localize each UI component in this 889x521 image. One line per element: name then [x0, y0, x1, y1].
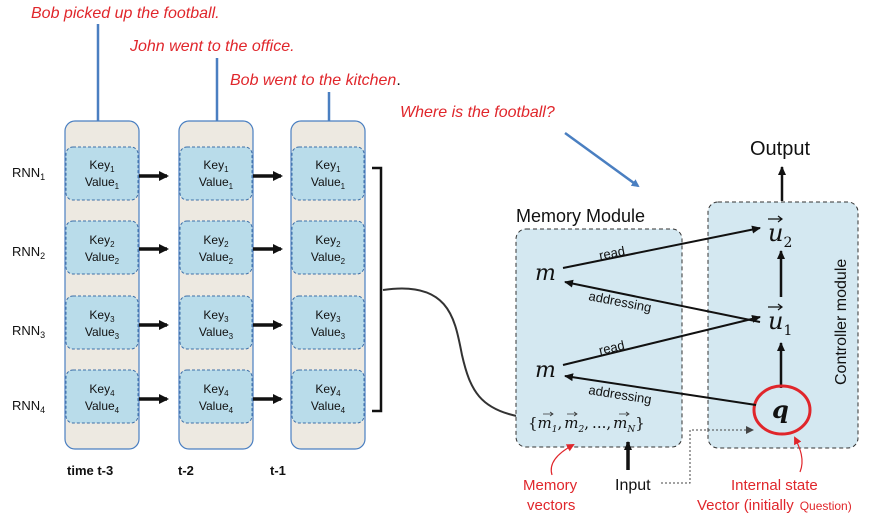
cell-t1-row1: Key1 Value1 [291, 146, 365, 201]
addressing-arrow-bottom [564, 373, 757, 406]
story-sentence-1: Bob picked up the football. [31, 5, 220, 22]
controller-module-box [707, 201, 859, 449]
svg-text:Value4: Value4 [311, 399, 346, 415]
svg-text:Key4: Key4 [203, 382, 229, 398]
timestep-label-t2: t-2 [178, 463, 194, 478]
svg-text:Value1: Value1 [85, 175, 120, 191]
svg-text:Value4: Value4 [85, 399, 120, 415]
memory-vectors-label-line2: vectors [527, 497, 575, 514]
cell-t3-row4: Key4 Value4 [65, 369, 139, 424]
svg-text:Key1: Key1 [89, 158, 115, 174]
svg-text:Key3: Key3 [203, 308, 229, 324]
rnn-label-3: RNN3 [12, 323, 45, 340]
cell-t3-row2: Key2 Value2 [65, 220, 139, 275]
cell-t1-row2: Key2 Value2 [291, 220, 365, 275]
cell-t2-row4: Key4 Value4 [179, 369, 253, 424]
u1-symbol: u1 [768, 307, 792, 339]
cell-t2-row2: Key2 Value2 [179, 220, 253, 275]
memory-m-bottom: m [535, 358, 556, 383]
cell-t2-row1: Key1 Value1 [179, 146, 253, 201]
story-question: Where is the football? [400, 104, 555, 121]
timestep-label-t3: time t-3 [67, 463, 113, 478]
story-sentence-2: John went to the office. [129, 38, 295, 55]
svg-text:Value2: Value2 [85, 250, 120, 266]
memory-m-top: m [535, 261, 556, 286]
rnn-label-2: RNN2 [12, 244, 45, 261]
bracket-to-memory-connector [382, 287, 524, 420]
u2-vector-arrow [768, 215, 783, 223]
story-sentence-3: Bob went to the kitchen. [230, 72, 401, 89]
read-arrow-top [562, 225, 761, 269]
internal-state-pointer [794, 436, 803, 473]
cell-t2-row3: Key3 Value3 [179, 295, 253, 350]
svg-text:Value1: Value1 [199, 175, 234, 191]
memory-vector-arrows [543, 411, 630, 417]
memory-module-title: Memory Module [516, 206, 645, 226]
cell-t1-row3: Key3 Value3 [291, 295, 365, 350]
read-label-bottom: read [597, 337, 626, 357]
u1-vector-arrow [768, 303, 783, 311]
svg-text:Value3: Value3 [311, 325, 346, 341]
input-label: Input [615, 477, 651, 494]
svg-text:Key2: Key2 [315, 233, 341, 249]
svg-text:Key2: Key2 [89, 233, 115, 249]
addressing-arrow-top [564, 279, 761, 323]
rnn-label-1: RNN1 [12, 165, 45, 182]
rnn-label-4: RNN4 [12, 398, 45, 415]
read-label-top: read [598, 243, 626, 263]
q-circle [752, 384, 812, 436]
u2-symbol: u2 [768, 219, 792, 251]
timestep-column-t3 [64, 120, 140, 450]
timestep-column-t2 [178, 120, 254, 450]
svg-text:Key3: Key3 [315, 308, 341, 324]
input-to-q-dotted [661, 426, 754, 484]
memory-vectors-pointer [550, 444, 575, 476]
svg-text:Key1: Key1 [203, 158, 229, 174]
svg-text:Key2: Key2 [203, 233, 229, 249]
svg-text:Key3: Key3 [89, 308, 115, 324]
cell-t3-row3: Key3 Value3 [65, 295, 139, 350]
timestep-label-t1: t-1 [270, 463, 286, 478]
column-bracket [372, 166, 383, 413]
cell-t1-row4: Key4 Value4 [291, 369, 365, 424]
svg-text:Key4: Key4 [315, 382, 341, 398]
svg-text:Value3: Value3 [85, 325, 120, 341]
svg-text:Value2: Value2 [199, 250, 234, 266]
question-arrow [564, 131, 640, 188]
internal-state-label-line1: Internal state [731, 477, 818, 494]
controller-module-title: Controller module [833, 259, 850, 385]
svg-text:Value4: Value4 [199, 399, 234, 415]
svg-text:Key1: Key1 [315, 158, 341, 174]
output-label: Output [750, 138, 810, 160]
cell-t3-row1: Key1 Value1 [65, 146, 139, 201]
svg-text:Value2: Value2 [311, 250, 346, 266]
svg-text:Value3: Value3 [199, 325, 234, 341]
memory-vectors-set: {m1,m2,...,mN} [528, 414, 645, 435]
timestep-column-t1 [290, 120, 366, 450]
read-arrow-bottom [562, 315, 761, 366]
memory-vectors-label-line1: Memory [523, 477, 578, 494]
svg-text:Key4: Key4 [89, 382, 115, 398]
svg-text:Value1: Value1 [311, 175, 346, 191]
memory-module-box [515, 228, 683, 448]
q-symbol: q [772, 395, 789, 424]
